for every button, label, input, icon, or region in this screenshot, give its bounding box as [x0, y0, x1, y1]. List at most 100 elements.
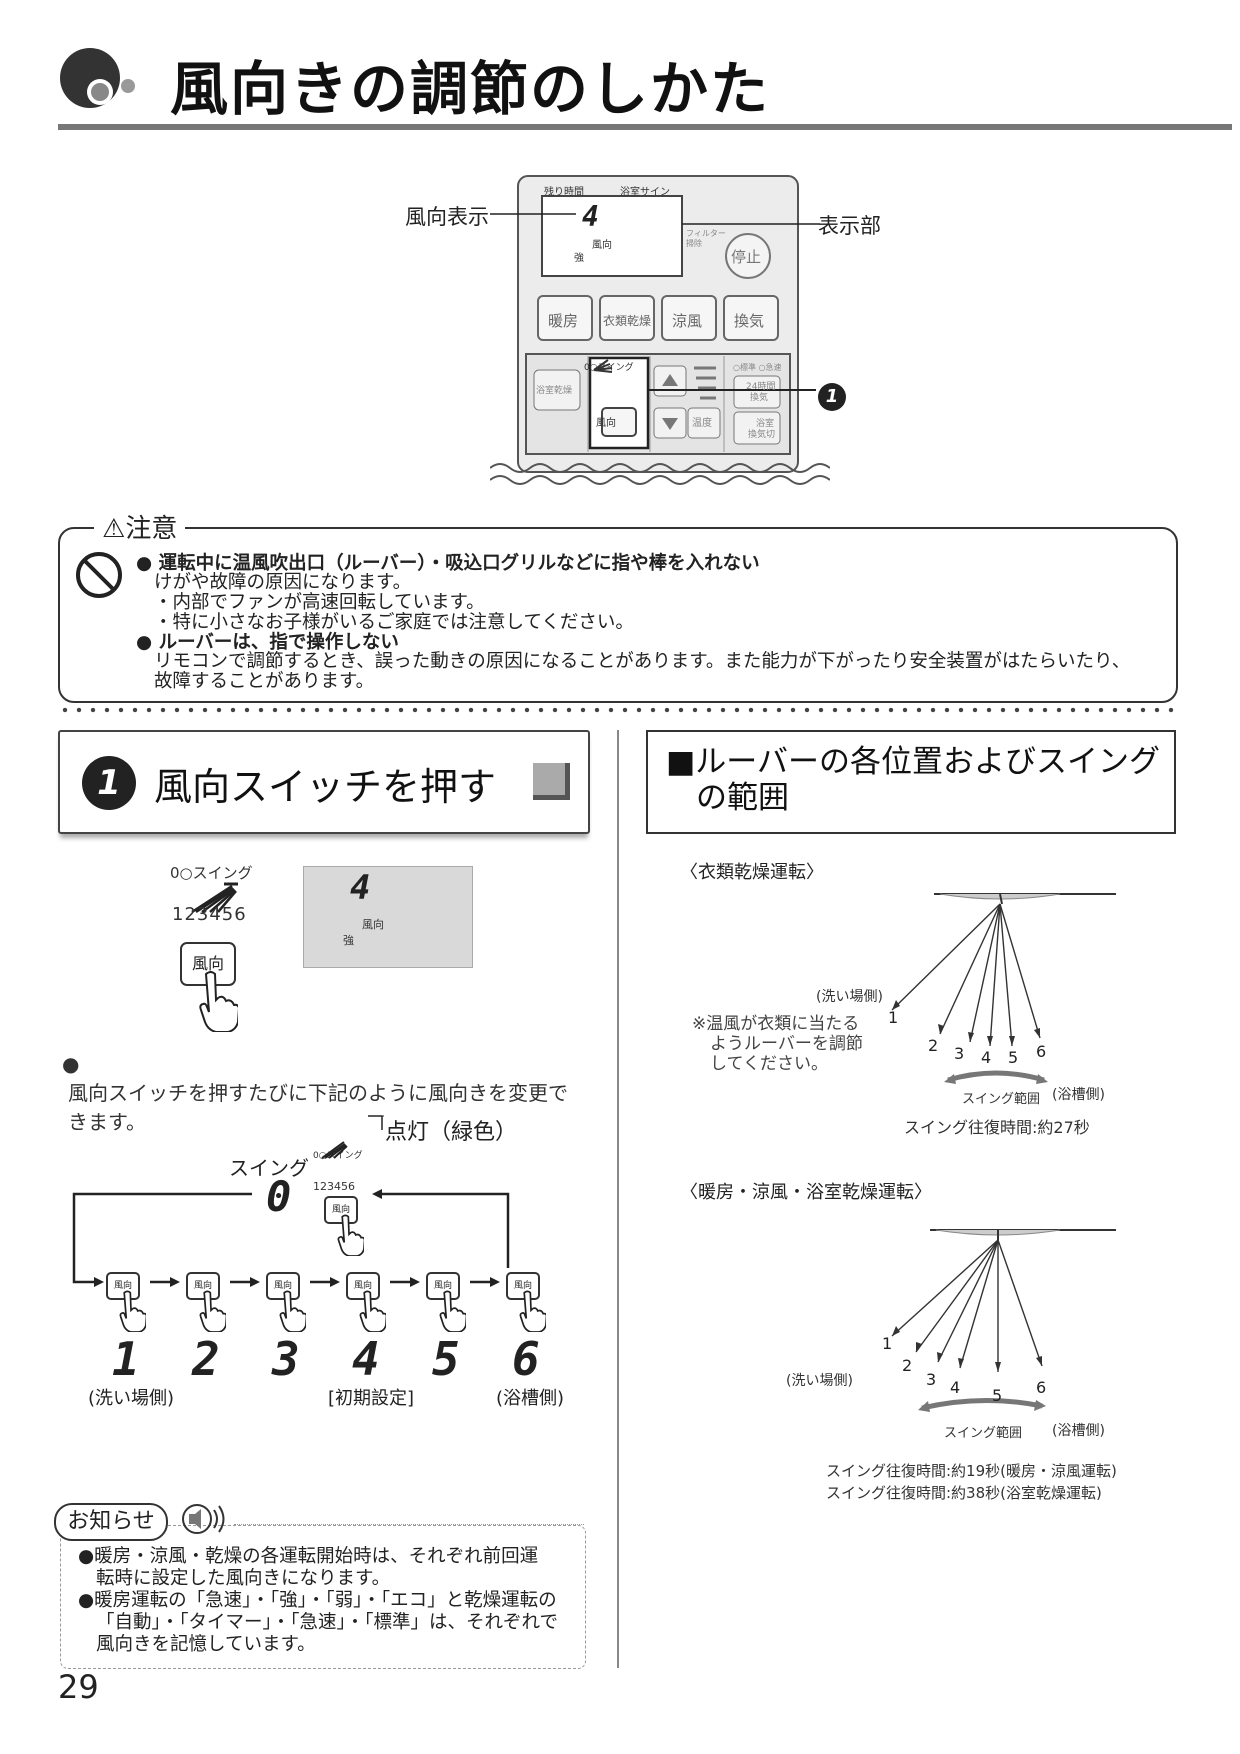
remote-callout-number: 1 [818, 383, 846, 411]
remote-mode-select[interactable]: ○標準 ○急速 [733, 363, 782, 372]
illus-lcd-strength: 強 [343, 934, 354, 947]
hand-pointer-icon [359, 1290, 386, 1332]
cycle-button-top[interactable]: 風向 [324, 1196, 358, 1224]
diagram1-time: スイング往復時間:約27秒 [904, 1118, 1090, 1137]
d1-pos-4: 4 [981, 1048, 992, 1067]
notice-item-2-line-3: 風向きを記憶しています。 [96, 1634, 316, 1655]
caution-item-1-heading: ● 運転中に温風吹出口（ルーバー）・吸込口グリルなどに指や棒を入れない [136, 553, 760, 574]
remote-stop-button[interactable]: 停止 [731, 248, 762, 266]
diagram2-time-2: スイング往復時間:約38秒(浴室乾燥運転) [826, 1484, 1102, 1502]
hand-pointer-icon [337, 1214, 364, 1256]
page-number: 29 [58, 1668, 99, 1706]
hand-pointer-icon [199, 1290, 226, 1332]
louver-diagram-2 [891, 1229, 1116, 1412]
label-display-area: 表示部 [818, 214, 881, 238]
d2-pos-1: 1 [882, 1334, 893, 1353]
lit-green-label: 点灯（緑色） [385, 1120, 518, 1145]
cycle-digit-5: 5 [432, 1332, 460, 1386]
label-wind-display: 風向表示 [405, 205, 489, 229]
hand-pointer-icon [119, 1290, 146, 1332]
cycle-swing-label: スイング [229, 1156, 309, 1180]
remote-illustration [490, 175, 830, 485]
louver-diagram-1 [891, 893, 1116, 1084]
caution-item-2-line-2: 故障することがあります。 [154, 671, 375, 692]
caution-box [58, 527, 1178, 703]
cycle-digit-4: 4 [352, 1332, 380, 1386]
speaker-icon [182, 1504, 225, 1534]
remote-swing-label: 0○スイング [584, 363, 634, 373]
notice-dotted-line [234, 1524, 584, 1525]
cycle-digit-1: 1 [112, 1332, 140, 1386]
diagram2-time-1: スイング往復時間:約19秒(暖房・涼風運転) [826, 1462, 1117, 1480]
caution-item-1-line-2: ・内部でファンが高速回転しています。 [154, 592, 485, 613]
illus-lcd-digit: 4 [350, 868, 371, 908]
cycle-button-4[interactable]: 風向 [346, 1272, 380, 1300]
caution-item-2-heading: ● ルーバーは、指で操作しない [136, 632, 399, 653]
page-title: 風向きの調節のしかた [170, 55, 771, 123]
d2-pos-4: 4 [950, 1378, 961, 1397]
cycle-button-6[interactable]: 風向 [506, 1272, 540, 1300]
d1-pos-1: 1 [888, 1008, 899, 1027]
remote-24h-button[interactable]: 24時間 [746, 382, 776, 392]
cycle-button-2[interactable]: 風向 [186, 1272, 220, 1300]
hand-pointer-icon [519, 1290, 546, 1332]
d2-pos-6: 6 [1036, 1378, 1047, 1397]
remote-wind-button[interactable]: 風向 [596, 418, 616, 429]
d2-pos-2: 2 [902, 1356, 913, 1375]
remote-label-remaining: 残り時間 [544, 187, 584, 198]
diagram2-swing-range: スイング範囲 [944, 1426, 1023, 1441]
caution-item-2-line-1: リモコンで調節するとき、誤った動きの原因になることがあります。また能力が下がった… [154, 651, 1131, 672]
remote-label-bath-sign: 浴室サイン [620, 187, 670, 198]
remote-heating-button[interactable]: 暖房 [548, 312, 579, 330]
warning-icon: ⚠ [102, 514, 126, 544]
notice-box [60, 1525, 586, 1669]
cycle-swing-digit: 0 [266, 1172, 292, 1221]
remote-screen-strength: 強 [574, 253, 584, 264]
range-box [646, 730, 1176, 834]
header-bullet-icon [60, 48, 135, 108]
d2-pos-5: 5 [992, 1386, 1003, 1405]
d1-pos-5: 5 [1008, 1048, 1019, 1067]
prohibited-icon [76, 552, 122, 598]
remote-screen-digit: 4 [582, 200, 599, 233]
diagram2-label-washing: (洗い場側) [786, 1373, 853, 1389]
column-divider [617, 730, 619, 1668]
swing-fan-icon [191, 882, 238, 914]
d2-pos-3: 3 [926, 1370, 937, 1389]
diagram1-swing-range: スイング範囲 [962, 1092, 1041, 1107]
notice-title: お知らせ [54, 1503, 168, 1541]
remote-temp-button[interactable]: 温度 [692, 418, 712, 429]
remote-ventilation-button[interactable]: 換気 [734, 312, 765, 330]
step-number: 1 [82, 756, 136, 810]
illus-lcd [303, 866, 473, 968]
remote-cool-button[interactable]: 涼風 [672, 312, 703, 330]
cycle-button-3[interactable]: 風向 [266, 1272, 300, 1300]
step-title: 風向スイッチを押す [154, 765, 497, 809]
diagram1-label-washing: (洗い場側) [816, 989, 883, 1005]
diagram2-caption: 〈暖房・涼風・浴室乾燥運転〉 [680, 1182, 932, 1203]
cycle-label-washing: (洗い場側) [88, 1388, 175, 1409]
step-box [58, 730, 590, 834]
remote-bath-vent-button[interactable]: 浴室 [756, 419, 775, 429]
notice-item-2-line-2: 「自動」・「タイマー」・「急速」・「標準」は、それぞれで [96, 1612, 558, 1633]
cycle-mini-swing: 0○スイング [313, 1151, 363, 1161]
notice-item-2-line-1: ●暖房運転の「急速」・「強」・「弱」・「エコ」と乾燥運転の [78, 1590, 557, 1611]
dotted-divider [58, 706, 1178, 714]
d1-pos-3: 3 [954, 1044, 965, 1063]
cycle-button-5[interactable]: 風向 [426, 1272, 460, 1300]
diagram1-note: ※温風が衣類に当たる ようルーバーを調節 してください。 [692, 1014, 863, 1074]
range-title: ■ルーバーの各位置およびスイング の範囲 [666, 744, 1160, 816]
hand-pointer-icon [279, 1290, 306, 1332]
remote-24h-sub: 換気 [750, 393, 769, 403]
cycle-mini-positions: 123456 [313, 1180, 355, 1193]
step-square-icon [533, 763, 570, 800]
remote-clothes-dry-button[interactable]: 衣類乾燥 [603, 314, 652, 328]
illus-positions: 123456 [172, 904, 247, 925]
cycle-diagram [72, 1115, 510, 1287]
cycle-button-1[interactable]: 風向 [106, 1272, 140, 1300]
remote-bath-dry-button[interactable]: 浴室乾燥 [536, 386, 573, 396]
hand-pointer-icon [439, 1290, 466, 1332]
illus-swing-label: 0○スイング [170, 864, 253, 882]
diagram2-label-tub: (浴槽側) [1052, 1423, 1105, 1439]
d1-pos-2: 2 [928, 1036, 939, 1055]
